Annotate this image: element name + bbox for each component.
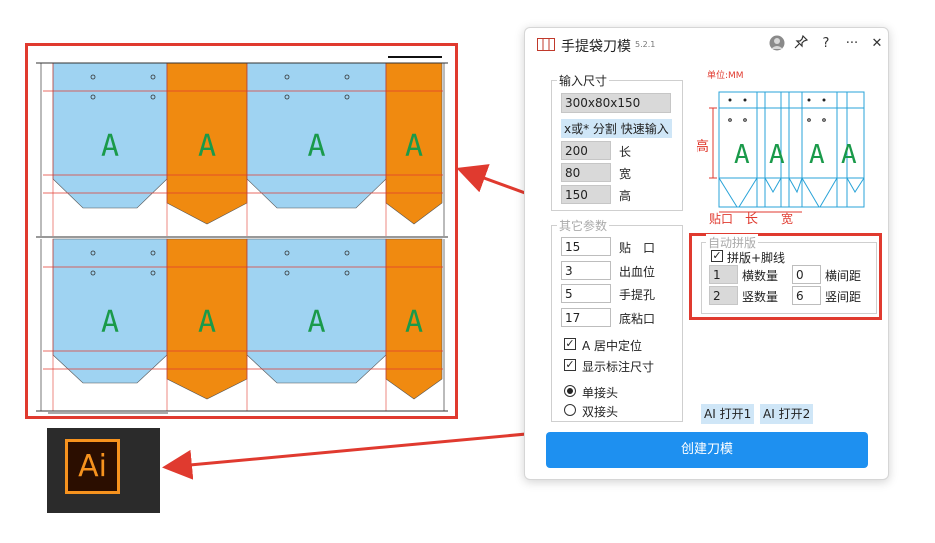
horizontal-count-input[interactable]: 1 xyxy=(709,265,738,284)
layout-footline-label: 拼版+脚线 xyxy=(727,251,786,265)
avatar-icon[interactable] xyxy=(768,35,786,53)
handle-hole xyxy=(344,270,350,276)
length-label: 长 xyxy=(619,145,632,159)
show-dimensions-label: 显示标注尺寸 xyxy=(582,360,655,374)
length-input[interactable]: 200 xyxy=(561,141,611,160)
diagram-letter-3: A xyxy=(809,140,825,170)
bleed-label: 出血位 xyxy=(619,265,656,279)
double-joint-radio[interactable] xyxy=(564,404,576,416)
panel-letter: A xyxy=(198,129,216,164)
auto-layout-legend: 自动拼版 xyxy=(706,234,759,251)
panel-letter: A xyxy=(101,305,119,340)
unit-label: 单位:MM xyxy=(707,69,744,81)
handle-hole xyxy=(90,74,96,80)
help-icon[interactable]: ? xyxy=(822,36,830,51)
close-icon[interactable]: ✕ xyxy=(871,36,883,51)
diagram-letter-4: A xyxy=(841,140,857,170)
handle-hole xyxy=(150,270,156,276)
bottom-glue-input[interactable]: 17 xyxy=(561,308,611,327)
bottom-glue-label: 底粘口 xyxy=(619,312,656,326)
single-joint-label: 单接头 xyxy=(582,386,619,400)
panel-letter: A xyxy=(307,305,325,340)
layout-footline-checkbox[interactable]: ✓ xyxy=(711,249,723,262)
horizontal-count-label: 横数量 xyxy=(742,269,779,283)
glue-dim-label: 贴口 xyxy=(709,212,733,226)
vertical-gap-input[interactable]: 6 xyxy=(792,286,821,305)
handle-hole xyxy=(150,74,156,80)
auto-layout-group xyxy=(701,242,877,314)
glue-flap-input[interactable]: 15 xyxy=(561,237,611,256)
height-label: 高 xyxy=(619,189,632,203)
panel-letter: A xyxy=(405,129,423,164)
double-joint-label: 双接头 xyxy=(582,405,619,419)
handle-hole-input[interactable]: 5 xyxy=(561,284,611,303)
handle-hole xyxy=(284,250,290,256)
single-joint-radio[interactable] xyxy=(564,385,576,397)
layout-preview: A A A A A A A A xyxy=(25,43,458,419)
width-dim-label: 宽 xyxy=(781,211,793,226)
vertical-gap-label: 竖间距 xyxy=(825,290,862,304)
version-label: 5.2.1 xyxy=(635,40,656,49)
quick-input-hint: x或* 分割 快速输入 xyxy=(561,119,672,138)
handle-hole xyxy=(284,94,290,100)
panel-letter: A xyxy=(198,305,216,340)
show-dimensions-checkbox[interactable]: ✓ xyxy=(564,358,576,371)
diagram-letter-2: A xyxy=(769,140,785,170)
vertical-count-input[interactable]: 2 xyxy=(709,286,738,305)
create-diecut-button[interactable]: 创建刀模 xyxy=(546,432,868,468)
handle-hole xyxy=(344,250,350,256)
pin-icon[interactable] xyxy=(792,34,810,53)
height-dim-label: 高 xyxy=(697,138,709,155)
handle-hole xyxy=(150,250,156,256)
handle-hole xyxy=(344,74,350,80)
app-icon xyxy=(537,38,555,51)
handle-hole xyxy=(284,270,290,276)
length-dim-label: 长 xyxy=(745,212,758,226)
handle-hole xyxy=(90,94,96,100)
other-params-group xyxy=(551,225,683,422)
input-size-group xyxy=(551,80,683,211)
horizontal-gap-input[interactable]: 0 xyxy=(792,265,821,284)
center-a-checkbox[interactable]: ✓ xyxy=(564,337,576,350)
panel-letter: A xyxy=(307,129,325,164)
illustrator-logo: Ai xyxy=(47,428,160,513)
input-size-legend: 输入尺寸 xyxy=(557,72,610,89)
width-label: 宽 xyxy=(619,167,632,181)
panel-letter: A xyxy=(405,305,423,340)
handle-hole xyxy=(344,94,350,100)
more-icon[interactable]: ··· xyxy=(845,36,859,51)
window-title: 手提袋刀模 xyxy=(561,39,631,55)
handle-hole xyxy=(150,94,156,100)
auto-layout-highlight xyxy=(689,233,882,320)
ai-open-2-button[interactable]: AI 打开2 xyxy=(760,404,814,424)
bag-diecut-dialog: 手提袋刀模 5.2.1 ? ··· ✕ 输入尺寸 300x80x150 x或* … xyxy=(524,27,889,480)
horizontal-gap-label: 横间距 xyxy=(825,269,862,283)
glue-flap-label: 贴 口 xyxy=(619,241,656,255)
title-bar: 手提袋刀模 5.2.1 ? ··· ✕ xyxy=(525,28,888,60)
handle-hole xyxy=(90,270,96,276)
diagram-letter-1: A xyxy=(734,140,750,170)
center-a-label: A 居中定位 xyxy=(582,339,643,353)
ai-open-1-button[interactable]: AI 打开1 xyxy=(701,404,755,424)
handle-hole xyxy=(284,74,290,80)
vertical-count-label: 竖数量 xyxy=(742,290,779,304)
handle-hole-label: 手提孔 xyxy=(619,288,656,302)
bleed-input[interactable]: 3 xyxy=(561,261,611,280)
preview-canvas: A A A A A A A A xyxy=(28,46,455,416)
handle-hole xyxy=(90,250,96,256)
panel-letter: A xyxy=(101,129,119,164)
height-input[interactable]: 150 xyxy=(561,185,611,204)
width-input[interactable]: 80 xyxy=(561,163,611,182)
illustrator-logo-text: Ai xyxy=(65,439,120,494)
other-params-legend: 其它参数 xyxy=(557,217,610,234)
size-quick-input[interactable]: 300x80x150 xyxy=(561,93,671,113)
bag-dimension-diagram: 单位:MM A A A A 高 贴口 长 宽 xyxy=(697,69,865,226)
